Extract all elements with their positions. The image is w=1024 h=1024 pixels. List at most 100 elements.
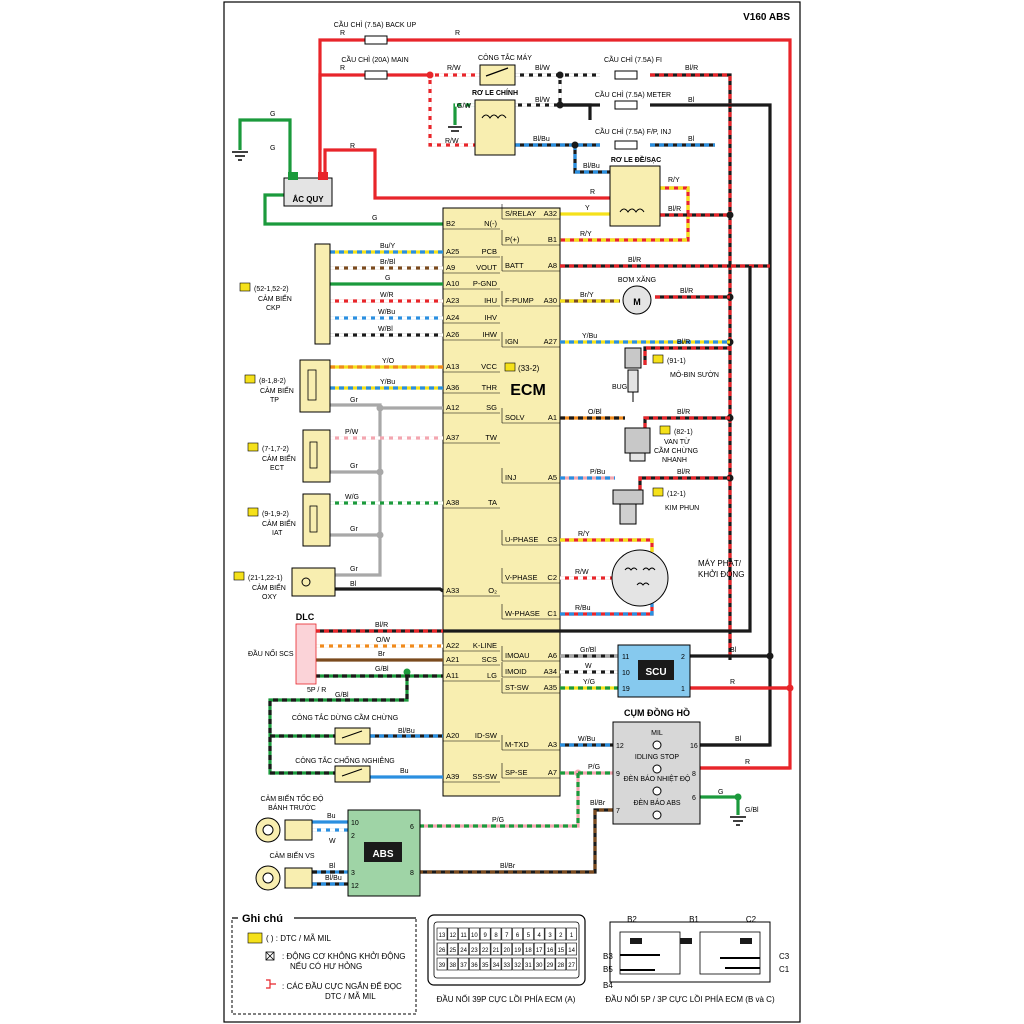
ecm-pin-id: A13 (446, 362, 459, 371)
ignition-switch: CÔNG TẮC MÁY (478, 53, 532, 86)
dlc-label: DLC (296, 612, 315, 622)
fuse-fpinj-label: CẦU CHÌ (7.5A) F/P, INJ (595, 126, 671, 136)
ckp-label: CKP (266, 305, 281, 312)
ecm-pin-id: A7 (548, 768, 557, 777)
wire-label: Y (585, 205, 590, 212)
connector-cell (555, 957, 567, 971)
connector-cell-number: 39 (439, 963, 446, 969)
instrument-cluster: CỤM ĐỒNG HỒ MIL IDLING STOP ĐÈN BÁO NHIỆ… (612, 707, 701, 825)
ecm-pin-name: F-PUMP (505, 296, 534, 305)
scu-label: SCU (645, 667, 666, 678)
injector-code: (12-1) (667, 491, 686, 498)
connector-cell-number: 1 (570, 933, 574, 939)
ecm-pin-id: A3 (548, 740, 557, 749)
connector-cell-number: 7 (505, 933, 509, 939)
ecm-pin-id: A32 (544, 209, 557, 218)
connector-cell (447, 927, 459, 941)
pin-label: 9 (616, 771, 620, 778)
fuse-main-label: CẦU CHÌ (20A) MAIN (341, 54, 408, 64)
pin-label: 6 (692, 795, 696, 802)
generator-label: MÁY PHÁT/ (698, 559, 742, 568)
generator-label: KHỞI ĐỘNG (698, 570, 744, 579)
ecm-pin-name: IGN (505, 337, 518, 346)
ecm-pin-name: K-LINE (473, 641, 497, 650)
cluster-item-mil: MIL (651, 730, 663, 737)
ckp-code: (52-1,52-2) (254, 286, 289, 293)
connector-cell-number: 27 (568, 963, 575, 969)
main-relay: RƠ LE CHÍNH (472, 88, 518, 156)
connector-cell-number: 31 (525, 963, 532, 969)
connector-cell (479, 927, 491, 941)
wire-label: Y/G (583, 679, 595, 686)
svg-text:M: M (633, 297, 641, 307)
connector-cell-number: 20 (503, 948, 510, 954)
connector-cell (436, 942, 448, 956)
injector: (12-1) KIM PHUN (612, 487, 699, 525)
ckp-sensor: (52-1,52-2) CẢM BIẾN CKP (239, 243, 331, 345)
cluster-item-abs: ĐÈN BÁO ABS (633, 798, 680, 807)
idle-valve-label: CẦM CHỪNG (654, 445, 698, 455)
connector-cell-number: 8 (494, 933, 498, 939)
connector-cell-number: 36 (471, 963, 478, 969)
iat-sensor: (9-1,9-2) CẢM BIẾN IAT (247, 493, 331, 547)
ecm-pin-name: THR (482, 383, 498, 392)
wire-label: G/W (457, 103, 471, 110)
ecm-pin-name: IHU (484, 296, 497, 305)
connector-cell (523, 927, 534, 941)
ecm-pin-id: A10 (446, 279, 459, 288)
ecm-pin-name: VOUT (476, 263, 497, 272)
ecm-pin-id: A6 (548, 651, 557, 660)
connector-cell (512, 957, 523, 971)
idle-valve-label: VAN TỪ (664, 437, 690, 446)
ecm-pin-id: A33 (446, 586, 459, 595)
connector-cell-number: 30 (536, 963, 543, 969)
stand-switch-label: CÔNG TẮC DỪNG CẦM CHỪNG (292, 712, 398, 722)
connector-cell (501, 942, 513, 956)
connector-cell-number: 29 (547, 963, 554, 969)
ecm-pin-id: A22 (446, 641, 459, 650)
ecm-pin-name: V-PHASE (505, 573, 538, 582)
connector-cell (501, 927, 513, 941)
ecm-pin-name: U-PHASE (505, 535, 538, 544)
ecm-pin-name: N(-) (484, 219, 497, 228)
ecm-pin-id: A38 (446, 498, 459, 507)
abs-wires (312, 820, 348, 886)
wire-label: Y/Bu (582, 333, 597, 340)
ecm-pin-name: P(+) (505, 235, 520, 244)
ecm-pin-name: SOLV (505, 413, 524, 422)
connector-cell (512, 927, 523, 941)
wire-label: R/W (575, 569, 589, 576)
wire-label: W/G (345, 494, 359, 501)
wire-label: Br (378, 651, 386, 658)
wire-label: Bl/W (535, 97, 550, 104)
stand-switch: CÔNG TẮC DỪNG CẦM CHỪNG (292, 712, 398, 745)
fuses: CẦU CHÌ (7.5A) BACK UP CẦU CHÌ (20A) MAI… (334, 19, 671, 150)
output-wires (560, 264, 770, 616)
pin-label: 6 (410, 824, 414, 831)
ecm-pin-name: IMOAU (505, 651, 530, 660)
wire-label: Bu (400, 768, 409, 775)
connector-cell (544, 942, 556, 956)
ecm-pin-id: A36 (446, 383, 459, 392)
pin-label: 1 (681, 686, 685, 693)
connector-cell (533, 927, 545, 941)
connector-cell (490, 957, 502, 971)
connector-cell-number: 5 (527, 933, 531, 939)
wire-label: P/G (588, 764, 600, 771)
fuel-pump-label: BƠM XĂNG (618, 275, 656, 284)
legend-item: NẾU CÓ HƯ HỎNG (290, 961, 362, 971)
fuse-backup-label: CẦU CHÌ (7.5A) BACK UP (334, 19, 417, 29)
wire-label: G (385, 275, 390, 282)
wire-label: Br/Y (580, 292, 594, 299)
legend-item: : CÁC ĐẦU CỰC NGẮN ĐỂ ĐỌC (282, 981, 402, 991)
idle-valve-label: NHANH (662, 457, 687, 464)
connector-cell (501, 957, 513, 971)
ecm-pin-id: A8 (548, 261, 557, 270)
wire-label: Bl (688, 136, 695, 143)
connector-cell (447, 942, 459, 956)
wire-label: G (270, 145, 275, 152)
pin-label: 10 (622, 670, 630, 677)
idle-valve-code: (82-1) (674, 429, 693, 436)
ecm-pin-name: INJ (505, 473, 517, 482)
connector-cell (555, 927, 567, 941)
